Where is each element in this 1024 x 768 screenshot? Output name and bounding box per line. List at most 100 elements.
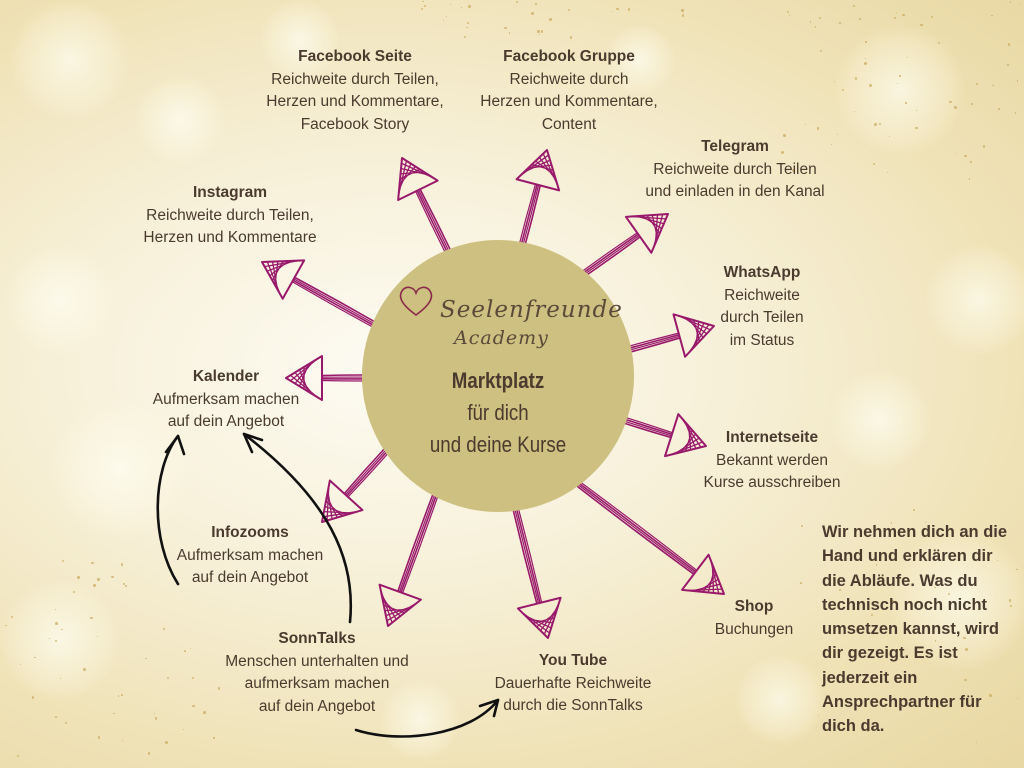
- glitter-dot: [864, 62, 868, 66]
- glitter-dot: [878, 122, 882, 125]
- glitter-dot: [182, 728, 185, 730]
- glitter-dot: [814, 26, 817, 29]
- bokeh-light: [835, 25, 965, 155]
- glitter-dot: [953, 105, 957, 109]
- glitter-dot: [920, 23, 923, 27]
- channel-title: Telegram: [701, 138, 769, 155]
- glitter-dot: [854, 110, 856, 112]
- glitter-dot: [1007, 43, 1011, 46]
- glitter-dot: [1019, 2, 1021, 4]
- glitter-dot: [681, 14, 684, 17]
- glitter-dot: [886, 172, 888, 174]
- glitter-dot: [1009, 604, 1012, 607]
- glitter-dot: [890, 522, 893, 524]
- glitter-dot: [963, 154, 967, 158]
- glitter-dot: [212, 737, 215, 740]
- support-note: Wir nehmen dich an die Hand und erklären…: [822, 523, 1008, 736]
- glitter-dot: [786, 10, 790, 14]
- glitter-dot: [165, 741, 168, 744]
- glitter-dot: [460, 6, 462, 8]
- glitter-dot: [463, 36, 466, 39]
- glitter-dot: [31, 696, 34, 699]
- connector-arrows: [156, 432, 500, 738]
- glitter-dot: [931, 16, 934, 19]
- glitter-dot: [5, 624, 7, 627]
- glitter-dot: [123, 583, 125, 585]
- heart-icon: [399, 286, 433, 316]
- glitter-dot: [1016, 697, 1018, 700]
- channel-shop: Shop Buchungen: [704, 596, 804, 641]
- channel-sonntalks: SonnTalks Menschen unterhalten und aufme…: [210, 628, 424, 718]
- glitter-dot: [62, 560, 65, 562]
- glitter-dot: [788, 14, 790, 16]
- glitter-dot: [90, 616, 93, 620]
- glitter-dot: [569, 36, 572, 39]
- glitter-dot: [449, 3, 452, 6]
- glitter-dot: [117, 695, 120, 697]
- glitter-dot: [97, 736, 101, 739]
- glitter-dot: [818, 17, 821, 20]
- glitter-dot: [121, 740, 123, 742]
- glitter-dot: [833, 81, 835, 83]
- glitter-dot: [442, 19, 445, 22]
- center-subtitle-line1: für dich: [467, 400, 529, 425]
- channel-title: Shop: [734, 598, 774, 615]
- glitter-dot: [82, 667, 86, 671]
- academy-logo: Seelenfreunde Academy: [396, 275, 622, 365]
- channel-description: Reichweite durch Teilen im Status: [720, 286, 804, 349]
- glitter-dot: [820, 49, 823, 52]
- glitter-dot: [508, 31, 511, 34]
- glitter-dot: [836, 133, 839, 135]
- glitter-dot: [905, 102, 907, 104]
- channel-description: Aufmerksam machen auf dein Angebot: [176, 546, 324, 587]
- glitter-dot: [540, 30, 543, 33]
- channel-description: Bekannt werden Kurse ausschreiben: [703, 451, 841, 492]
- glitter-dot: [805, 123, 807, 126]
- channel-description: Reichweite durch Teilen, Herzen und Komm…: [143, 206, 317, 247]
- channel-description: Dauerhafte Reichweite durch die SonnTalk…: [494, 674, 652, 715]
- glitter-dot: [92, 584, 96, 587]
- glitter-dot: [1006, 64, 1009, 66]
- glitter-dot: [888, 136, 890, 138]
- glitter-dot: [874, 123, 877, 126]
- glitter-dot: [422, 0, 424, 3]
- glitter-dot: [936, 705, 939, 708]
- arrow-infozooms: [321, 435, 401, 523]
- glitter-dot: [866, 729, 870, 732]
- glitter-dot: [549, 18, 553, 22]
- glitter-dot: [937, 41, 941, 45]
- bokeh-light: [0, 580, 120, 700]
- glitter-dot: [611, 10, 614, 13]
- glitter-dot: [976, 82, 979, 85]
- channel-description: Buchungen: [714, 620, 794, 638]
- channel-facebook-seite: Facebook Seite Reichweite durch Teilen, …: [250, 46, 460, 136]
- glitter-dot: [854, 77, 858, 81]
- glitter-dot: [992, 84, 994, 87]
- glitter-dot: [809, 21, 811, 23]
- channel-instagram: Instagram Reichweite durch Teilen, Herze…: [130, 182, 330, 250]
- glitter-dot: [616, 7, 620, 11]
- glitter-dot: [113, 712, 116, 715]
- channel-internetseite: Internetseite Bekannt werden Kurse aussc…: [700, 427, 844, 495]
- channel-description: Reichweite durch Herzen und Kommentare, …: [480, 70, 658, 133]
- glitter-dot: [991, 14, 993, 17]
- channel-description: Aufmerksam machen auf dein Angebot: [152, 390, 300, 431]
- glitter-dot: [55, 608, 57, 610]
- bokeh-light: [830, 370, 930, 470]
- glitter-dot: [567, 9, 570, 12]
- glitter-dot: [535, 3, 537, 5]
- channel-telegram: Telegram Reichweite durch Teilen und ein…: [640, 136, 830, 204]
- glitter-dot: [1008, 599, 1012, 603]
- glitter-dot: [202, 710, 206, 714]
- glitter-dot: [96, 635, 99, 637]
- arrow-shop: [565, 473, 725, 595]
- channel-youtube: You Tube Dauerhafte Reichweite durch die…: [480, 650, 666, 718]
- channel-title: SonnTalks: [278, 630, 356, 647]
- glitter-dot: [872, 163, 876, 166]
- glitter-dot: [982, 145, 986, 149]
- glitter-dot: [915, 127, 918, 130]
- glitter-dot: [207, 577, 210, 580]
- glitter-dot: [682, 8, 684, 10]
- glitter-dot: [184, 650, 187, 653]
- glitter-dot: [34, 656, 37, 659]
